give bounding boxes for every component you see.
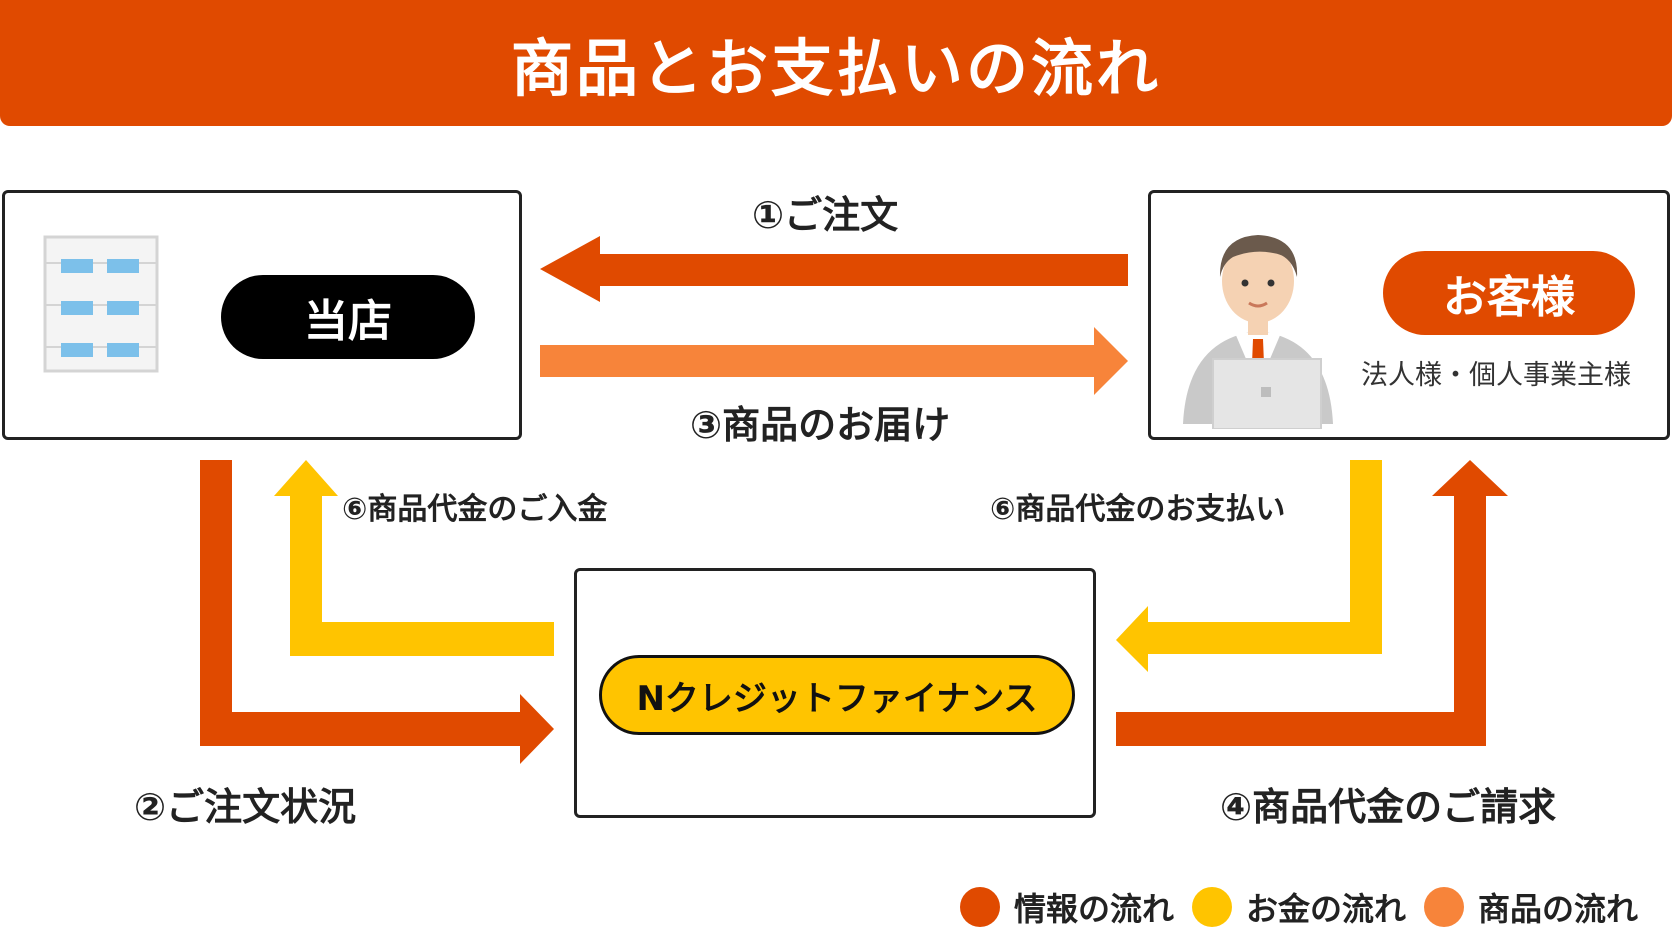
order-status-arrow bbox=[200, 460, 554, 764]
customer-subtitle: 法人様・個人事業主様 bbox=[1361, 360, 1631, 391]
legend-dot-icon bbox=[1192, 887, 1233, 927]
delivery-arrow bbox=[540, 327, 1128, 395]
legend-dot-icon bbox=[1424, 887, 1465, 927]
customer-label: お客様 bbox=[1383, 251, 1635, 335]
order-status-label: ②ご注文状況 bbox=[134, 785, 357, 829]
legend-label: お金の流れ bbox=[1246, 890, 1407, 928]
payment-to-store-label: ⑥商品代金のご入金 bbox=[342, 492, 608, 527]
page-title: 商品とお支払いの流れ bbox=[510, 32, 1161, 105]
customer-avatar-icon bbox=[1183, 235, 1333, 429]
payment-from-customer-label: ⑥商品代金のお支払い bbox=[990, 492, 1286, 527]
legend-label: 商品の流れ bbox=[1478, 890, 1639, 928]
legend-item: お金の流れ bbox=[1192, 884, 1406, 930]
customer-box: お客様 法人様・個人事業主様 bbox=[1148, 190, 1670, 440]
finance-label: Nクレジットファイナンス bbox=[599, 655, 1075, 735]
order-arrow bbox=[540, 236, 1128, 302]
title-banner: 商品とお支払いの流れ bbox=[0, 0, 1672, 126]
payment-to-store-arrow bbox=[274, 460, 554, 656]
legend-item: 情報の流れ bbox=[960, 884, 1174, 930]
legend-label: 情報の流れ bbox=[1014, 890, 1175, 928]
billing-label: ④商品代金のご請求 bbox=[1220, 785, 1557, 829]
store-box: 当店 bbox=[2, 190, 522, 440]
building-icon bbox=[43, 235, 159, 373]
legend: 情報の流れ お金の流れ 商品の流れ bbox=[960, 884, 1638, 930]
legend-dot-icon bbox=[960, 887, 1000, 927]
store-label: 当店 bbox=[221, 275, 475, 359]
payment-from-customer-arrow bbox=[1116, 460, 1382, 672]
order-label: ①ご注文 bbox=[752, 193, 899, 237]
delivery-label: ③商品のお届け bbox=[690, 403, 951, 447]
finance-box: Nクレジットファイナンス bbox=[574, 568, 1096, 818]
billing-arrow bbox=[1116, 460, 1508, 746]
legend-item: 商品の流れ bbox=[1424, 884, 1638, 930]
